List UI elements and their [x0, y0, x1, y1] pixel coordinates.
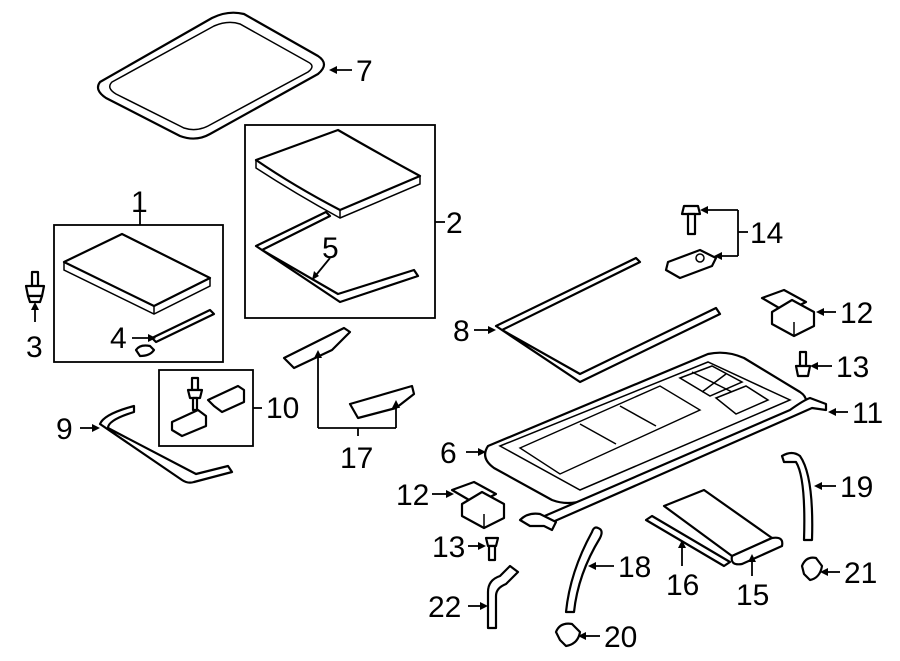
part-10-kit-box [158, 369, 254, 447]
callout-11: 11 [852, 397, 883, 430]
part-7-seal-ring [96, 11, 326, 140]
callout-10: 10 [266, 392, 299, 425]
part-16-strip [644, 514, 732, 568]
part-5-seal [254, 210, 420, 304]
callout-6: 6 [440, 437, 457, 470]
part-4-clip [134, 308, 216, 358]
callout-22: 22 [428, 591, 461, 624]
part-17-brackets [282, 326, 416, 420]
callout-19: 19 [840, 471, 873, 504]
part-12-motor-right [760, 288, 816, 338]
part-11-drain-rail [518, 396, 828, 532]
callout-20: 20 [604, 621, 637, 654]
part-12-motor-left [450, 480, 506, 530]
part-10-hardware [170, 376, 246, 438]
part-15-sunshade [662, 488, 784, 566]
callout-18: 18 [618, 551, 651, 584]
callout-12-right: 12 [840, 297, 873, 330]
callout-15: 15 [736, 579, 769, 612]
part-18-drain-hose [564, 526, 603, 614]
part-13-screw-right [794, 350, 812, 378]
part-1-glass-panel [62, 232, 212, 315]
part-20-grommet [554, 622, 582, 648]
callout-5: 5 [322, 232, 339, 265]
callout-13-right: 13 [836, 351, 869, 384]
part-19-drain-hose [780, 451, 814, 542]
part-22-elbow-hose [486, 564, 520, 630]
callout-17: 17 [340, 442, 373, 475]
callout-7: 7 [356, 55, 373, 88]
part-14-bolt [680, 204, 702, 236]
part-1-kit-box [53, 224, 224, 363]
callout-12-left: 12 [396, 479, 429, 512]
callout-13-left: 13 [432, 531, 465, 564]
callout-3: 3 [26, 331, 43, 364]
callout-8: 8 [453, 315, 470, 348]
callout-21: 21 [844, 557, 877, 590]
part-3-bolt [24, 270, 46, 304]
part-6-frame [483, 351, 808, 505]
part-13-screw-left [484, 536, 500, 562]
callout-14: 14 [750, 217, 783, 250]
part-14-bracket [664, 248, 718, 280]
part-9-guide-rail [98, 404, 234, 484]
part-8-seal [494, 256, 722, 384]
callout-16: 16 [666, 569, 699, 602]
callout-1: 1 [131, 186, 148, 219]
part-2-glass-panel [254, 128, 422, 219]
part-21-grommet [800, 556, 824, 582]
callout-2: 2 [446, 207, 463, 240]
callout-4: 4 [110, 322, 127, 355]
callout-9: 9 [56, 413, 73, 446]
